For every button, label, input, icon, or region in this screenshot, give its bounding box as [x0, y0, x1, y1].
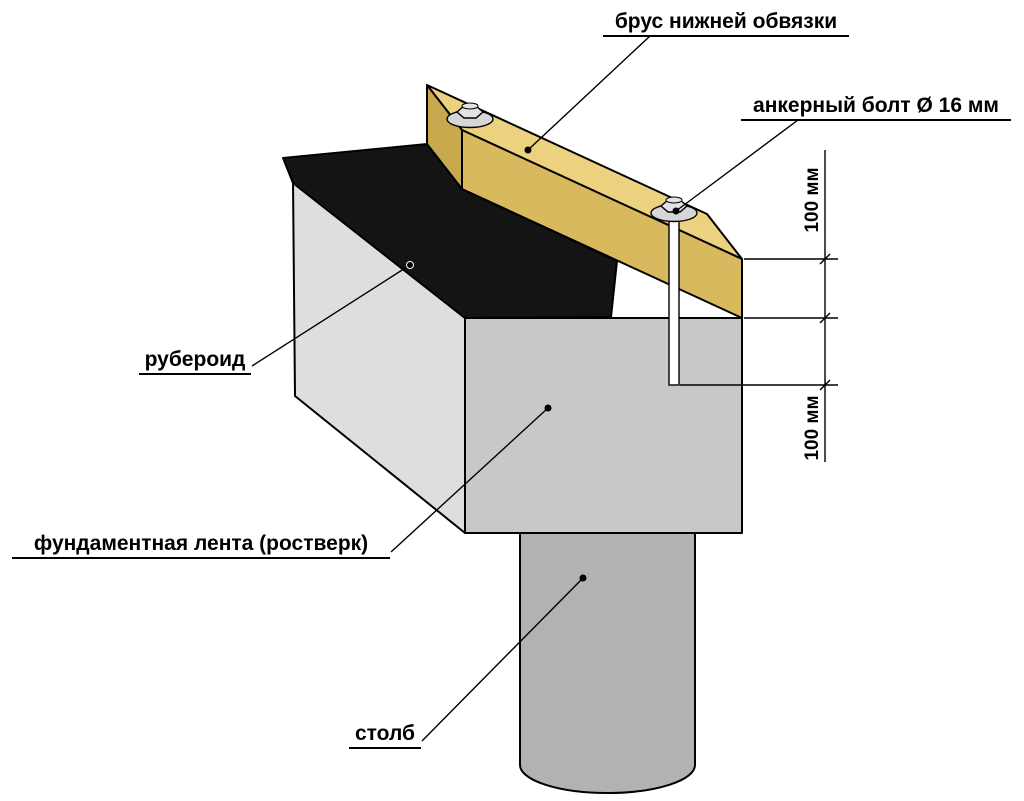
- anchor-bolt-left-icon: [446, 102, 494, 129]
- leader-beam: [524, 35, 651, 154]
- leader-grillage: [390, 404, 552, 553]
- leader-dot-grillage: [544, 404, 552, 412]
- leader-dot-anchor-bolt: [672, 207, 680, 215]
- label-felt: рубероид: [145, 348, 246, 371]
- grillage-front-face: [464, 317, 743, 534]
- label-beam: брус нижней обвязки: [615, 10, 837, 33]
- label-anchor-bolt: анкерный болт Ø 16 мм: [753, 94, 999, 117]
- leader-felt: [251, 261, 414, 367]
- dim-tick-2: [819, 312, 831, 324]
- leader-post: [421, 574, 587, 742]
- anchor-bolt-shaft: [668, 212, 680, 386]
- label-post: столб: [355, 722, 415, 745]
- post-shape: [519, 532, 696, 794]
- leader-dot-post: [579, 574, 587, 582]
- leader-anchor-bolt: [672, 119, 799, 215]
- leader-dot-beam: [524, 146, 532, 154]
- dim-label-bottom: 100 мм: [802, 395, 823, 460]
- dim-tick-1: [819, 253, 831, 265]
- label-grillage: фундаментная лента (ростверк): [34, 532, 368, 555]
- dim-label-top: 100 мм: [802, 167, 823, 232]
- dim-tick-3: [819, 379, 831, 391]
